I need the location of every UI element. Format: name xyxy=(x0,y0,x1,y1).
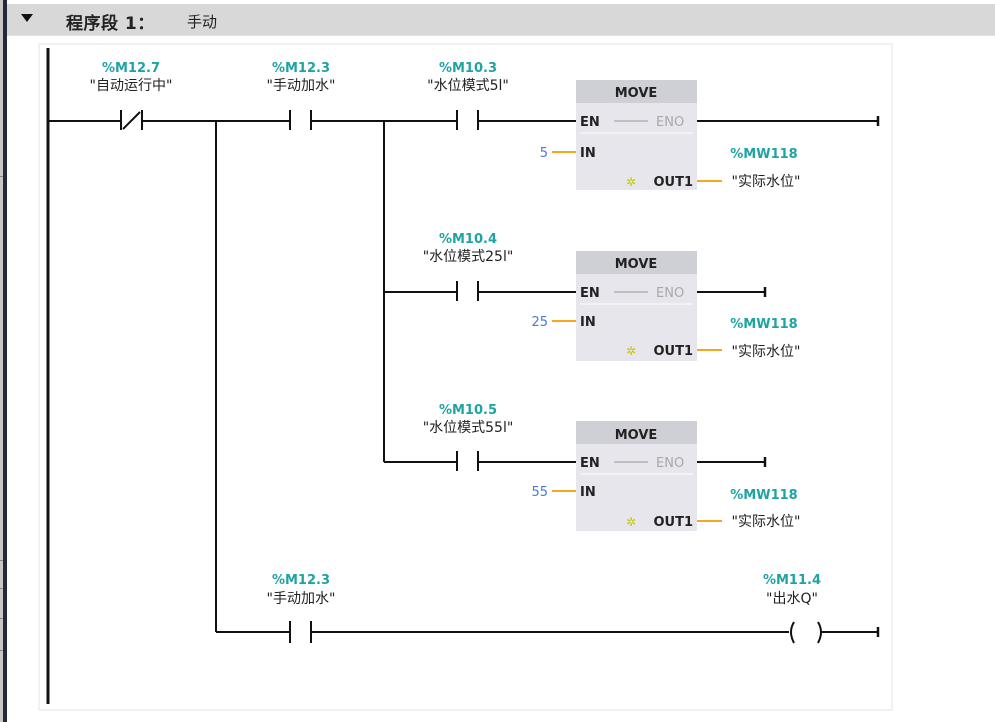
move-block[interactable]: MOVE EN ENO IN ✲ OUT1 xyxy=(576,80,697,190)
pin-in: IN xyxy=(580,146,596,161)
panel-divider xyxy=(0,588,3,589)
contact-symbol: "水位模式5l" xyxy=(427,78,509,94)
move-block[interactable]: MOVE EN ENO IN ✲ OUT1 xyxy=(576,251,697,361)
contact-no-m12-3-rung2[interactable] xyxy=(289,621,312,643)
contact-nc-m12-7[interactable] xyxy=(120,110,143,130)
network-canvas[interactable] xyxy=(38,43,893,711)
move-block[interactable]: MOVE EN ENO IN ✲ OUT1 xyxy=(576,421,697,531)
contact-address: %M12.3 xyxy=(272,573,330,588)
network-number: 1 xyxy=(124,14,138,34)
coil-symbol: "出水Q" xyxy=(766,591,818,607)
out-address: %MW118 xyxy=(730,317,797,332)
in-value[interactable]: 25 xyxy=(531,315,548,330)
pin-en: EN xyxy=(580,115,600,130)
network-label: 程序段 1： xyxy=(66,9,155,34)
network-label-text: 程序段 xyxy=(66,14,119,34)
contact-address: %M10.3 xyxy=(439,61,497,76)
contact-symbol: "手动加水" xyxy=(267,78,336,94)
pin-out: OUT1 xyxy=(653,344,693,359)
pin-en: EN xyxy=(580,456,600,471)
contact-address: %M12.7 xyxy=(102,61,160,76)
block-title: MOVE xyxy=(615,86,658,101)
contact-symbol: "水位模式55l" xyxy=(423,420,514,436)
out-symbol[interactable]: "实际水位" xyxy=(732,514,801,530)
contact-address: %M12.3 xyxy=(272,61,330,76)
contact-symbol: "水位模式25l" xyxy=(423,249,514,265)
network-separator: ： xyxy=(137,14,155,34)
in-value[interactable]: 5 xyxy=(540,146,548,161)
network-title[interactable]: 手动 xyxy=(187,13,218,31)
sparkle-icon: ✲ xyxy=(626,344,636,358)
contact-address: %M10.4 xyxy=(439,232,497,247)
contact-no-m12-3[interactable] xyxy=(289,110,312,130)
sparkle-icon: ✲ xyxy=(626,175,636,189)
pin-out: OUT1 xyxy=(653,175,693,190)
block-title: MOVE xyxy=(615,428,658,443)
panel-divider xyxy=(0,560,3,561)
network-header[interactable]: 程序段 1： 手动 xyxy=(7,4,995,36)
coil-m11-4[interactable] xyxy=(790,621,822,644)
block-title: MOVE xyxy=(615,257,658,272)
panel-divider xyxy=(0,618,3,619)
contact-no-m10-3[interactable] xyxy=(456,110,479,130)
in-value[interactable]: 55 xyxy=(531,485,548,500)
contact-no-m10-5[interactable] xyxy=(456,451,479,471)
coil-address: %M11.4 xyxy=(763,573,821,588)
contact-address: %M10.5 xyxy=(439,403,497,418)
pin-en: EN xyxy=(580,286,600,301)
editor-splitter[interactable] xyxy=(3,0,7,722)
window-left-edge xyxy=(0,0,3,722)
triangle-down-icon[interactable] xyxy=(21,14,33,22)
out-address: %MW118 xyxy=(730,488,797,503)
pin-in: IN xyxy=(580,485,596,500)
pin-out: OUT1 xyxy=(653,515,693,530)
out-address: %MW118 xyxy=(730,147,797,162)
pin-eno: ENO xyxy=(656,115,684,130)
sparkle-icon: ✲ xyxy=(626,515,636,529)
out-symbol[interactable]: "实际水位" xyxy=(732,344,801,360)
pin-eno: ENO xyxy=(656,456,684,471)
panel-divider xyxy=(0,650,3,651)
pin-eno: ENO xyxy=(656,286,684,301)
pin-in: IN xyxy=(580,315,596,330)
contact-symbol: "自动运行中" xyxy=(90,78,173,94)
out-symbol[interactable]: "实际水位" xyxy=(732,174,801,190)
contact-symbol: "手动加水" xyxy=(267,591,336,607)
panel-divider xyxy=(0,176,3,177)
contact-no-m10-4[interactable] xyxy=(456,281,479,301)
